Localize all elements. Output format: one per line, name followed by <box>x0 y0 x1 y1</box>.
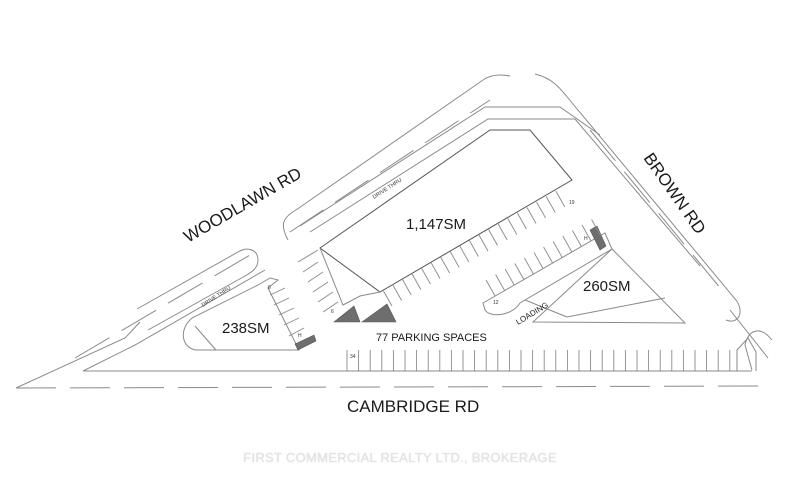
parking-row-main <box>382 190 566 307</box>
label-parking-total: 77 PARKING SPACES <box>376 332 487 344</box>
label-woodlawn-rd: WOODLAWN RD <box>181 164 305 247</box>
label-east-area: 260SM <box>583 278 631 295</box>
label-accessible-west: H <box>298 333 302 339</box>
hatched-island-1 <box>333 305 361 323</box>
label-drive-thru-main: DRIVE THRU <box>372 177 403 200</box>
label-row-count-6b: 6 <box>331 309 334 315</box>
cambridge-road <box>15 370 771 389</box>
building-east-pad <box>482 225 687 324</box>
label-loading: LOADING <box>514 300 550 326</box>
label-row-count-12: 12 <box>493 300 499 306</box>
label-brown-rd: BROWN RD <box>640 149 710 237</box>
parking-row-east <box>485 219 601 297</box>
watermark: FIRST COMMERCIAL REALTY LTD., BROKERAGE <box>243 450 557 465</box>
label-row-count-19: 19 <box>569 200 575 206</box>
building-west-pad <box>182 277 317 351</box>
brown-road <box>534 73 773 371</box>
parking-row-west <box>297 249 339 313</box>
hatched-island-2 <box>361 303 397 323</box>
label-row-count-34: 34 <box>350 354 356 360</box>
label-cambridge-rd: CAMBRIDGE RD <box>347 397 479 416</box>
woodlawn-lower <box>15 248 266 389</box>
building-main <box>319 129 573 306</box>
east-corner-island <box>736 337 757 371</box>
label-west-area: 238SM <box>222 320 270 337</box>
woodlawn-road <box>282 74 601 241</box>
label-accessible-east: H <box>584 236 588 242</box>
parking-row-south <box>346 350 731 371</box>
label-row-count-6a: 6 <box>268 285 271 291</box>
label-main-area: 1,147SM <box>406 216 466 233</box>
